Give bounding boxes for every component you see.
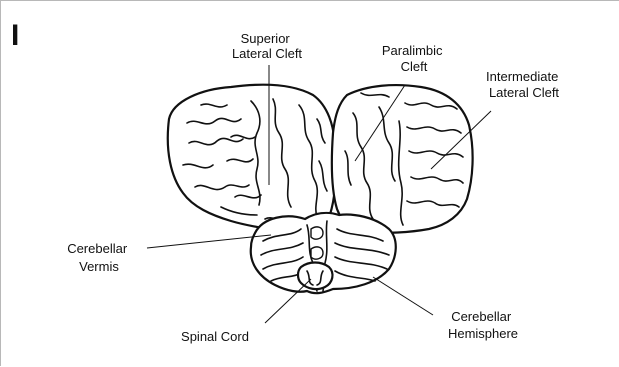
right-cerebral-hemisphere <box>332 85 473 233</box>
label-superior-lateral-cleft: Superior Lateral Cleft <box>232 31 302 61</box>
cerebellum <box>251 213 396 293</box>
label-intermediate-lateral-cleft: Intermediate Lateral Cleft <box>486 69 562 100</box>
label-spinal-cord: Spinal Cord <box>181 329 249 344</box>
panel-letter: I <box>11 19 19 52</box>
left-cerebral-hemisphere <box>168 85 336 237</box>
label-cerebellar-vermis: Cerebellar Vermis <box>67 241 131 274</box>
leader-cerebellar-hemisphere <box>373 277 433 315</box>
label-paralimbic-cleft: Paralimbic Cleft <box>382 43 446 74</box>
label-cerebellar-hemisphere: Cerebellar Hemisphere <box>448 309 518 341</box>
